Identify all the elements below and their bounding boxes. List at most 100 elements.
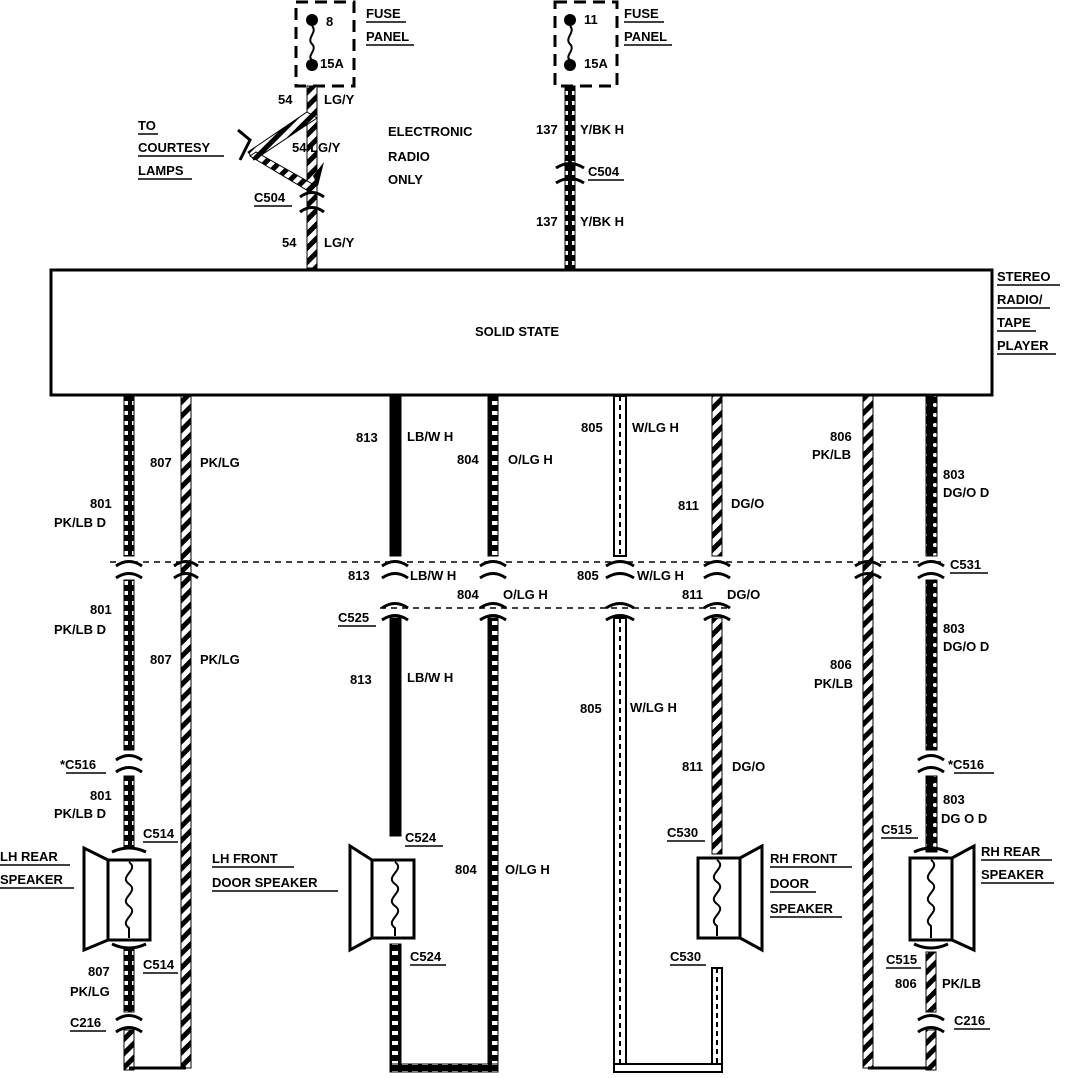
wire-803 — [925, 395, 938, 557]
fuse-number: 8 — [326, 14, 333, 29]
fuse-panel-2: 11 15A — [553, 0, 619, 88]
wire-color: LB/W H — [410, 568, 456, 583]
connector-c531: C531 — [950, 557, 981, 572]
wire-color: O/LG H — [503, 587, 548, 602]
wire-color: PK/LB — [814, 676, 853, 691]
wire-color: PK/LG — [200, 652, 240, 667]
fuse-rating: 15A — [320, 56, 344, 71]
wire-color: PK/LG — [70, 984, 110, 999]
wire-circuit-number: 807 — [88, 964, 110, 979]
wire-circuit-number: 801 — [90, 602, 112, 617]
wire-circuit-number: 804 — [457, 452, 479, 467]
wire-color: O/LG H — [508, 452, 553, 467]
note-text: RADIO — [388, 149, 430, 164]
wire-color: LG/Y — [324, 92, 355, 107]
wire-circuit-number: 54 — [282, 235, 297, 250]
fuse-panel-label: FUSE — [366, 6, 401, 21]
note-text: ONLY — [388, 172, 423, 187]
wire-circuit-number: 804 — [457, 587, 479, 602]
wire-circuit-number: 803 — [943, 467, 965, 482]
speaker-label: DOOR SPEAKER — [212, 875, 318, 890]
radio-name-label: PLAYER — [997, 338, 1049, 353]
wire-color: DG/O D — [943, 485, 989, 500]
wire-circuit-number: 811 — [682, 759, 703, 774]
wire-806 — [862, 395, 874, 1069]
wire-circuit-number: 807 — [150, 652, 172, 667]
radio-name-label: RADIO/ — [997, 292, 1043, 307]
wire-806 — [925, 951, 937, 1013]
wire-806 — [925, 1029, 937, 1071]
speaker-label: LH FRONT — [212, 851, 278, 866]
wire-circuit-number: 801 — [90, 496, 112, 511]
courtesy-lamps-label: TO — [138, 118, 156, 133]
wire-803 — [925, 579, 938, 751]
speaker-label: SPEAKER — [981, 867, 1044, 882]
wire-color: PK/LB D — [54, 622, 106, 637]
wire-804 — [487, 395, 499, 557]
rh-rear-speaker — [908, 843, 976, 953]
courtesy-lamps-label: LAMPS — [138, 163, 184, 178]
wire-804 — [487, 617, 499, 1071]
wire-color: PK/LB D — [54, 806, 106, 821]
speaker-label: RH REAR — [981, 844, 1041, 859]
connector-c216: C216 — [954, 1013, 985, 1028]
fuse-panel-label: PANEL — [624, 29, 667, 44]
connector-c530: C530 — [667, 825, 698, 840]
radio-center-label: SOLID STATE — [475, 324, 559, 339]
wire-circuit-number: 805 — [577, 568, 599, 583]
wire-color: O/LG H — [505, 862, 550, 877]
fuse-panel-1: 8 15A — [294, 0, 356, 88]
wire-801 — [123, 395, 135, 557]
connector-c516: *C516 — [60, 757, 96, 772]
wire-813 — [389, 943, 402, 1071]
fuse-number: 11 — [584, 12, 598, 27]
wire-811 — [711, 617, 723, 855]
wire-color: DG/O — [731, 496, 764, 511]
connector-c530: C530 — [670, 949, 701, 964]
wire-color: PK/LG — [200, 455, 240, 470]
connector-c515: C515 — [881, 822, 912, 837]
wire-color: W/LG H — [630, 700, 677, 715]
wire-circuit-number: 806 — [830, 429, 852, 444]
wire-color: PK/LB — [942, 976, 981, 991]
wire-color: W/LG H — [637, 568, 684, 583]
lh-rear-speaker — [82, 845, 152, 953]
wire-circuit-number: 137 — [536, 122, 558, 137]
fuse-panel-label: PANEL — [366, 29, 409, 44]
wire-circuit-number: 813 — [348, 568, 370, 583]
wire-circuit-number: 801 — [90, 788, 112, 803]
wire-circuit-number: 806 — [830, 657, 852, 672]
wire-color: DG O D — [941, 811, 987, 826]
wire-color: Y/BK H — [580, 214, 624, 229]
connector-c524: C524 — [410, 949, 442, 964]
connector-arcs — [111, 560, 949, 1034]
connector-c516: *C516 — [948, 757, 984, 772]
radio-unit — [49, 268, 994, 397]
wire-801 — [123, 579, 135, 751]
wire-color: W/LG H — [632, 420, 679, 435]
feed-wire-54 — [237, 85, 325, 269]
wire-circuit-number: 807 — [150, 455, 172, 470]
connector-c504: C504 — [588, 164, 620, 179]
rh-front-door-speaker — [696, 843, 764, 953]
speaker-label: LH REAR — [0, 849, 58, 864]
wire-circuit-number: 805 — [580, 701, 602, 716]
wire-801 — [123, 775, 135, 849]
wire-color: PK/LB D — [54, 515, 106, 530]
fuse-rating: 15A — [584, 56, 608, 71]
speaker-label: SPEAKER — [770, 901, 833, 916]
wire-circuit-number: 806 — [895, 976, 917, 991]
wire-color: LB/W H — [407, 429, 453, 444]
wire-813 — [389, 395, 402, 557]
speaker-label: DOOR — [770, 876, 810, 891]
wire-color: LG/Y — [324, 235, 355, 250]
wire-circuit-number: 137 — [536, 214, 558, 229]
connector-c504: C504 — [254, 190, 286, 205]
fuse-panel-label: FUSE — [624, 6, 659, 21]
lh-front-door-speaker — [348, 843, 416, 953]
wire-807 — [123, 1029, 135, 1071]
wire-color: LB/W H — [407, 670, 453, 685]
wire-color: Y/BK H — [580, 122, 624, 137]
connector-c514: C514 — [143, 826, 175, 841]
